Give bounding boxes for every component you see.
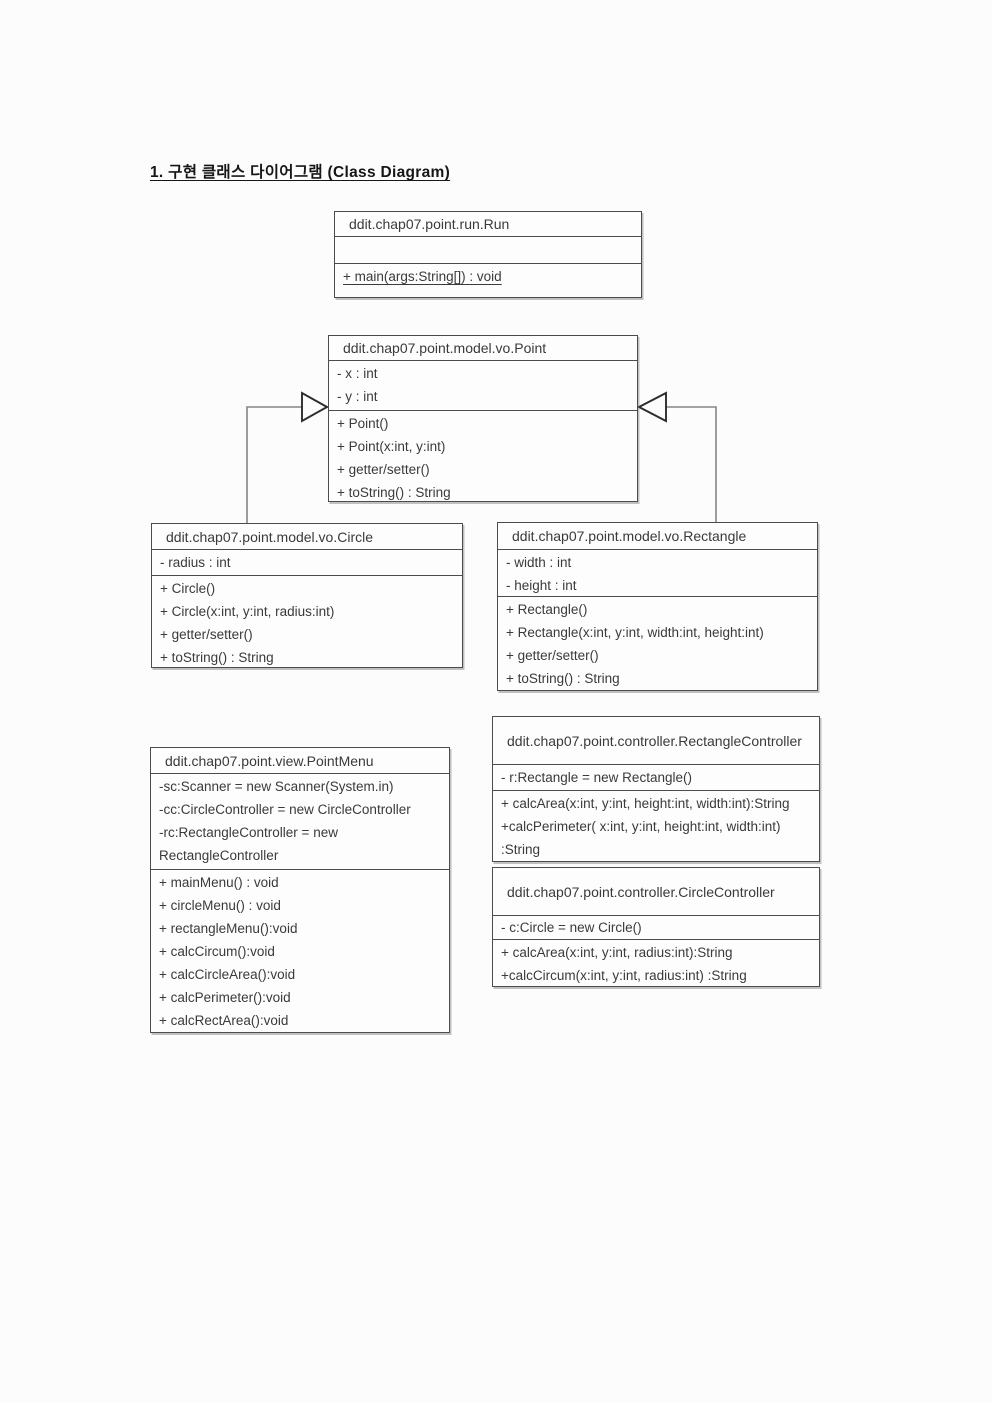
uml-method-row: + calcArea(x:int, y:int, height:int, wid… [501, 796, 790, 811]
connector-line-circle-to-point [246, 406, 328, 523]
inheritance-triangle-icon-right [636, 391, 667, 423]
class-box-point: ddit.chap07.point.model.vo.Point - x : i… [328, 335, 638, 502]
class-box-circlecontroller: ddit.chap07.point.controller.CircleContr… [492, 867, 820, 987]
methods-compartment: + Rectangle() + Rectangle(x:int, y:int, … [498, 596, 817, 690]
attributes-compartment: - c:Circle = new Circle() [493, 915, 819, 939]
uml-method-row: + toString() : String [506, 671, 620, 686]
class-name: ddit.chap07.point.controller.RectangleCo… [507, 732, 802, 749]
uml-attribute-row: - height : int [506, 578, 577, 593]
uml-method-row: + mainMenu() : void [159, 875, 279, 890]
uml-method-row: + calcCircum():void [159, 944, 275, 959]
uml-method-row: + calcPerimeter():void [159, 990, 291, 1005]
attributes-compartment: - radius : int [152, 549, 462, 575]
uml-method-row: + calcCircleArea():void [159, 967, 296, 982]
class-name: ddit.chap07.point.model.vo.Circle [166, 528, 374, 545]
attributes-compartment: - x : int - y : int [329, 360, 637, 410]
class-name: ddit.chap07.point.model.vo.Point [343, 340, 547, 356]
attributes-compartment: -sc:Scanner = new Scanner(System.in) -cc… [151, 773, 449, 869]
uml-attribute-row: -rc:RectangleController = new RectangleC… [159, 825, 338, 863]
class-name: ddit.chap07.point.view.PointMenu [165, 752, 374, 769]
uml-method-row: + Circle() [160, 581, 216, 596]
uml-method-row: + Rectangle(x:int, y:int, width:int, hei… [506, 625, 764, 640]
uml-method-row: + Point(x:int, y:int) [337, 439, 446, 454]
class-name: ddit.chap07.point.run.Run [349, 216, 510, 232]
uml-method-row: + Point() [337, 416, 389, 431]
uml-method-row: +calcCircum(x:int, y:int, radius:int) :S… [501, 968, 747, 983]
attributes-compartment [335, 236, 641, 263]
uml-method-row: +calcPerimeter( x:int, y:int, height:int… [501, 819, 781, 857]
uml-method-row: + Rectangle() [506, 602, 588, 617]
uml-attribute-row: -sc:Scanner = new Scanner(System.in) [159, 779, 394, 794]
uml-attribute-row: -cc:CircleController = new CircleControl… [159, 802, 411, 817]
methods-compartment: + mainMenu() : void + circleMenu() : voi… [151, 869, 449, 1032]
class-box-rectanglecontroller: ddit.chap07.point.controller.RectangleCo… [492, 716, 820, 862]
uml-method-row: + circleMenu() : void [159, 898, 281, 913]
uml-attribute-row: - c:Circle = new Circle() [501, 920, 642, 935]
uml-method-row: + getter/setter() [337, 462, 430, 477]
uml-attribute-row: - width : int [506, 555, 572, 570]
uml-attribute-row: - radius : int [160, 555, 231, 570]
class-name: ddit.chap07.point.controller.CircleContr… [507, 883, 775, 900]
uml-method-row: + getter/setter() [506, 648, 599, 663]
class-box-pointmenu: ddit.chap07.point.view.PointMenu -sc:Sca… [150, 747, 450, 1033]
uml-method-row: + toString() : String [337, 485, 451, 500]
class-name: ddit.chap07.point.model.vo.Rectangle [512, 528, 747, 544]
attributes-compartment: - width : int - height : int [498, 549, 817, 596]
methods-compartment: + main(args:String[]) : void [335, 263, 641, 297]
uml-attribute-row: - y : int [337, 389, 378, 404]
connector-line-rectangle-to-point [638, 406, 717, 522]
class-box-circle: ddit.chap07.point.model.vo.Circle - radi… [151, 523, 463, 668]
methods-compartment: + Point() + Point(x:int, y:int) + getter… [329, 410, 637, 501]
page-title: 1. 구현 클래스 다이어그램 (Class Diagram) [150, 164, 451, 181]
uml-method-row: + calcRectArea():void [159, 1013, 289, 1028]
uml-attribute-row: - x : int [337, 366, 378, 381]
uml-method-row: + Circle(x:int, y:int, radius:int) [160, 604, 335, 619]
uml-method-row: + toString() : String [160, 650, 274, 665]
uml-attribute-row: - r:Rectangle = new Rectangle() [501, 770, 692, 785]
attributes-compartment: - r:Rectangle = new Rectangle() [493, 764, 819, 790]
methods-compartment: + Circle() + Circle(x:int, y:int, radius… [152, 575, 462, 667]
uml-method-row: + main(args:String[]) : void [343, 269, 502, 284]
inheritance-triangle-icon-left [301, 391, 329, 423]
methods-compartment: + calcArea(x:int, y:int, radius:int):Str… [493, 939, 819, 986]
uml-method-row: + rectangleMenu():void [159, 921, 298, 936]
uml-method-row: + calcArea(x:int, y:int, radius:int):Str… [501, 945, 733, 960]
methods-compartment: + calcArea(x:int, y:int, height:int, wid… [493, 790, 819, 861]
class-box-rectangle: ddit.chap07.point.model.vo.Rectangle - w… [497, 522, 818, 691]
uml-method-row: + getter/setter() [160, 627, 253, 642]
class-box-run: ddit.chap07.point.run.Run + main(args:St… [334, 211, 642, 298]
